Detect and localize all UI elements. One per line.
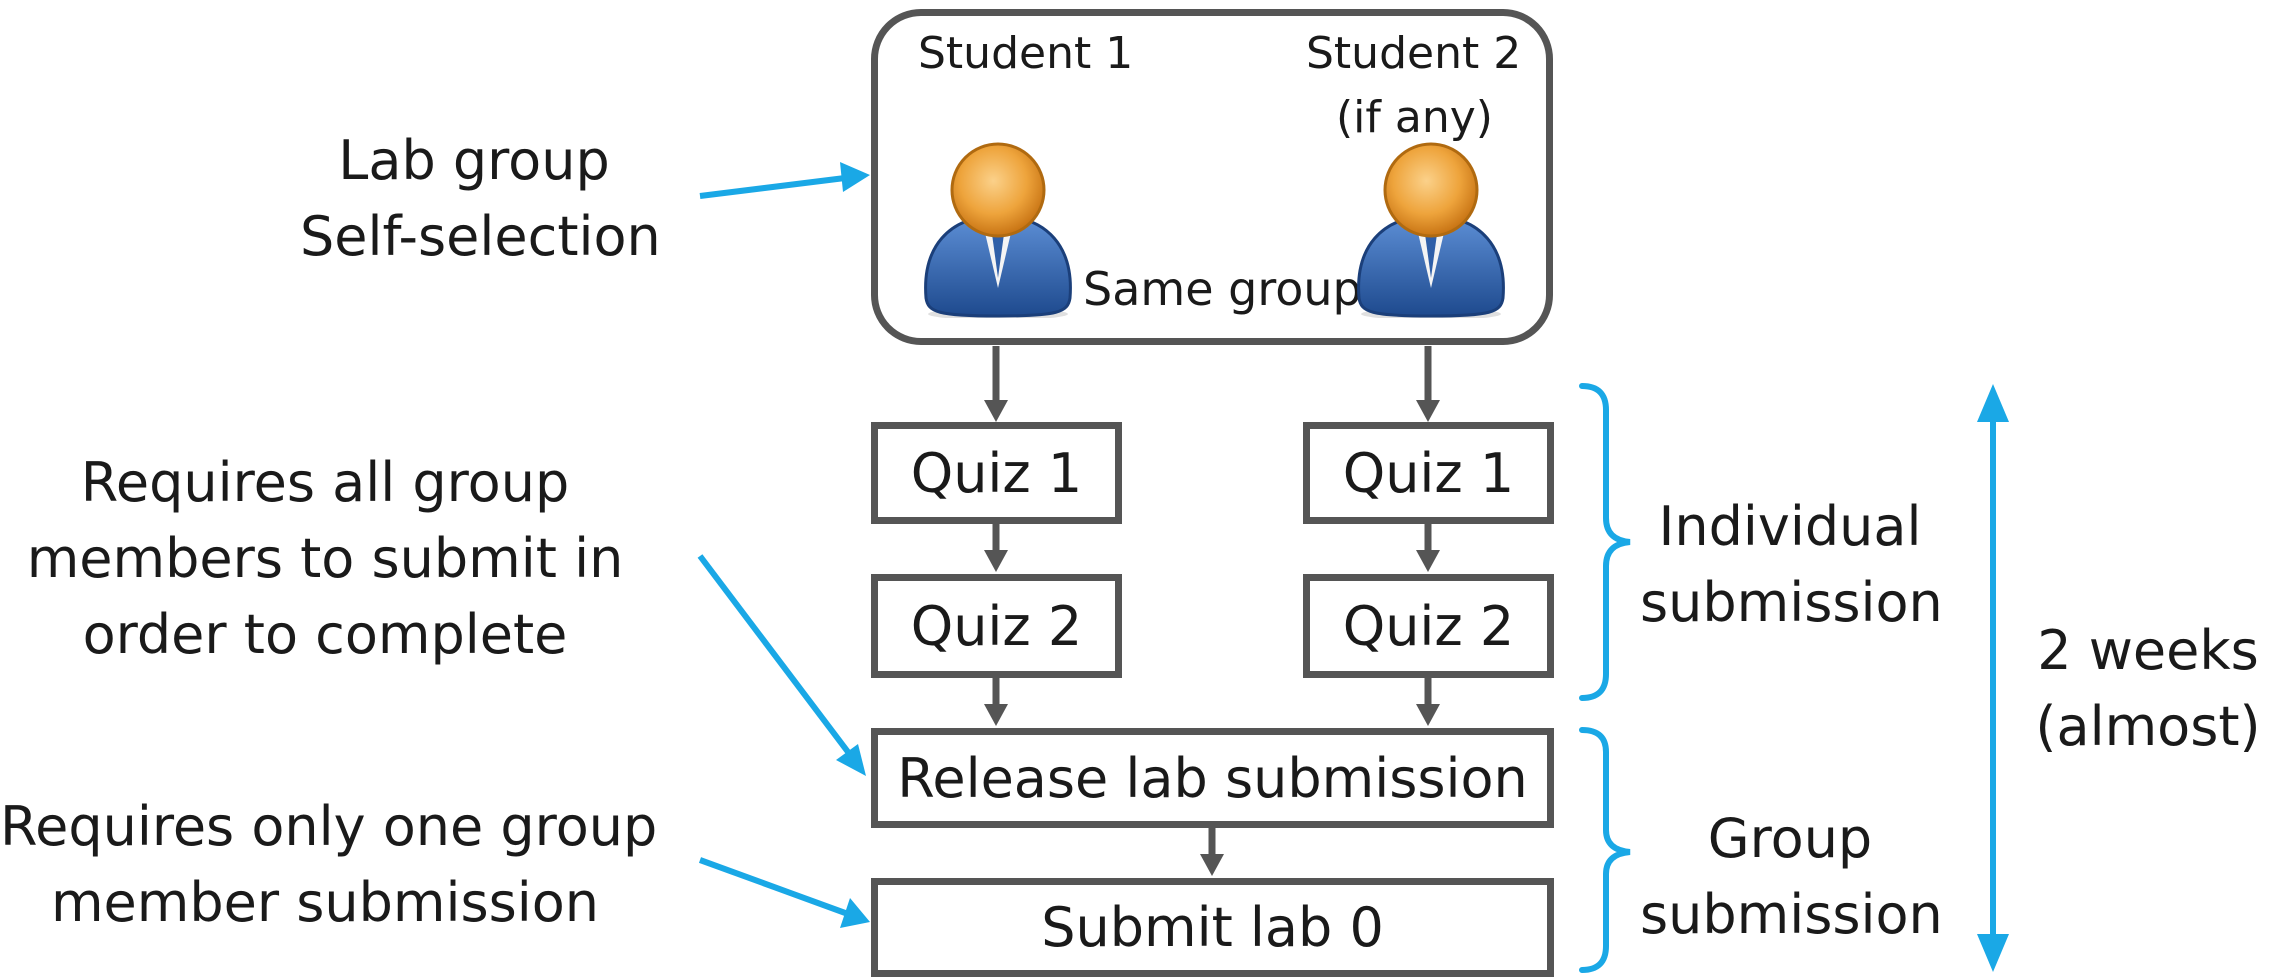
duration-arrow: [1977, 384, 2009, 972]
duration-label-line1: 2 weeks: [2037, 619, 2259, 682]
lab-group-label: Lab group: [338, 129, 610, 192]
person-icon: [1357, 142, 1505, 318]
release-lab-submission-box: Release lab submission: [871, 728, 1554, 828]
same-group-label: Same group: [1083, 262, 1362, 316]
flow-arrows: [984, 346, 1440, 876]
quiz-1-box-student-2: Quiz 1: [1303, 422, 1554, 524]
quiz-2-box-student-2: Quiz 2: [1303, 574, 1554, 678]
person-icon: [924, 142, 1072, 318]
requires-all-label-line2: members to submit in: [26, 527, 624, 590]
quiz-2-box-student-1: Quiz 2: [871, 574, 1122, 678]
requires-one-label-line2: member submission: [50, 871, 600, 934]
duration-label-line2: (almost): [2035, 695, 2261, 758]
annotation-arrows: [697, 162, 870, 928]
self-selection-label: Self-selection: [300, 205, 661, 268]
student-2-qualifier: (if any): [1336, 92, 1493, 143]
student-2-label: Student 2: [1306, 28, 1522, 79]
brackets: [1579, 383, 1631, 973]
requires-one-label-line1: Requires only one group: [0, 795, 658, 858]
requires-all-label-line3: order to complete: [82, 603, 568, 666]
requires-all-label-line1: Requires all group: [80, 451, 570, 514]
group-submission-label-line2: submission: [1640, 883, 1943, 946]
individual-submission-label-line2: submission: [1640, 571, 1943, 634]
individual-submission-label-line1: Individual: [1658, 495, 1922, 558]
quiz-1-box-student-1: Quiz 1: [871, 422, 1122, 524]
group-submission-label-line1: Group: [1707, 807, 1873, 870]
student-1-label: Student 1: [918, 28, 1134, 79]
submit-lab-box: Submit lab 0: [871, 878, 1554, 977]
